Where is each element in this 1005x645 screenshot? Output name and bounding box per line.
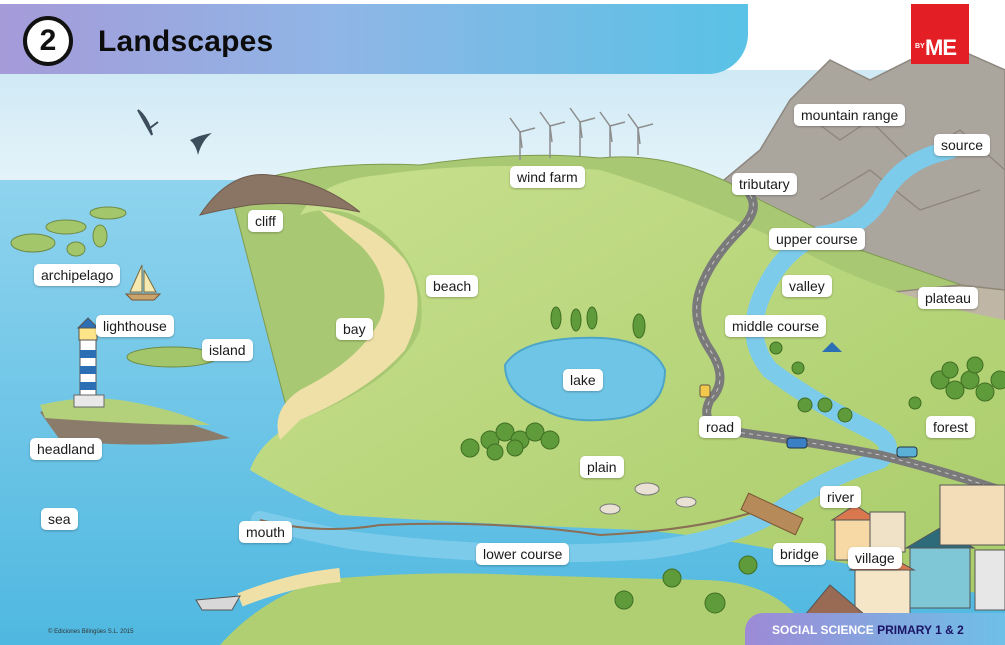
footer-subject: SOCIAL SCIENCE (772, 623, 874, 637)
copyright-notice: © Ediciones Bilingües S.L. 2015 (48, 629, 134, 635)
lighthouse-shape (73, 317, 105, 408)
label-bridge: bridge (773, 543, 826, 565)
label-tributary: tributary (732, 173, 797, 195)
label-lighthouse: lighthouse (96, 315, 174, 337)
label-beach: beach (426, 275, 479, 297)
label-river: river (820, 486, 862, 508)
logo-main-text: ME (925, 35, 957, 60)
cow (675, 496, 697, 508)
label-sea: sea (41, 508, 78, 530)
cliff-shape (198, 174, 361, 216)
cow (599, 503, 621, 515)
car (786, 437, 808, 449)
beach-sand (277, 210, 418, 440)
tent (822, 342, 842, 352)
trees (460, 306, 1005, 614)
bridge-shape (740, 492, 804, 536)
publisher-logo: BY ME (911, 4, 969, 64)
footer-level: PRIMARY 1 & 2 (877, 623, 964, 637)
footer-text: SOCIAL SCIENCE PRIMARY 1 & 2 (772, 623, 964, 637)
bird (137, 109, 159, 136)
label-bay: bay (336, 318, 373, 340)
rowboat (195, 595, 241, 611)
page-title: Landscapes (98, 25, 274, 58)
lower-bank (220, 573, 800, 645)
label-plain: plain (580, 456, 624, 478)
label-village: village (848, 547, 902, 569)
label-middle-course: middle course (725, 315, 827, 337)
label-headland: headland (30, 438, 102, 460)
label-island: island (202, 339, 253, 361)
label-wind-farm: wind farm (510, 166, 585, 188)
label-forest: forest (926, 416, 976, 438)
car (896, 446, 918, 458)
label-upper-course: upper course (769, 228, 865, 250)
logo-small-text: BY (915, 43, 925, 50)
label-lower-course: lower course (476, 543, 570, 565)
sailboat (124, 264, 162, 301)
label-road: road (699, 416, 742, 438)
bird (190, 133, 212, 155)
label-plateau: plateau (918, 287, 978, 309)
header-band (0, 4, 748, 74)
label-cliff: cliff (248, 210, 283, 232)
wind-turbines (509, 107, 654, 160)
car (699, 384, 711, 398)
label-mountain-range: mountain range (794, 104, 906, 126)
cow (634, 482, 660, 496)
footer-band (745, 613, 1005, 645)
label-source: source (934, 134, 991, 156)
label-archipelago: archipelago (34, 264, 121, 286)
label-mouth: mouth (239, 521, 292, 543)
label-valley: valley (782, 275, 832, 297)
label-lake: lake (563, 369, 603, 391)
unit-number-badge: 2 (23, 16, 73, 66)
